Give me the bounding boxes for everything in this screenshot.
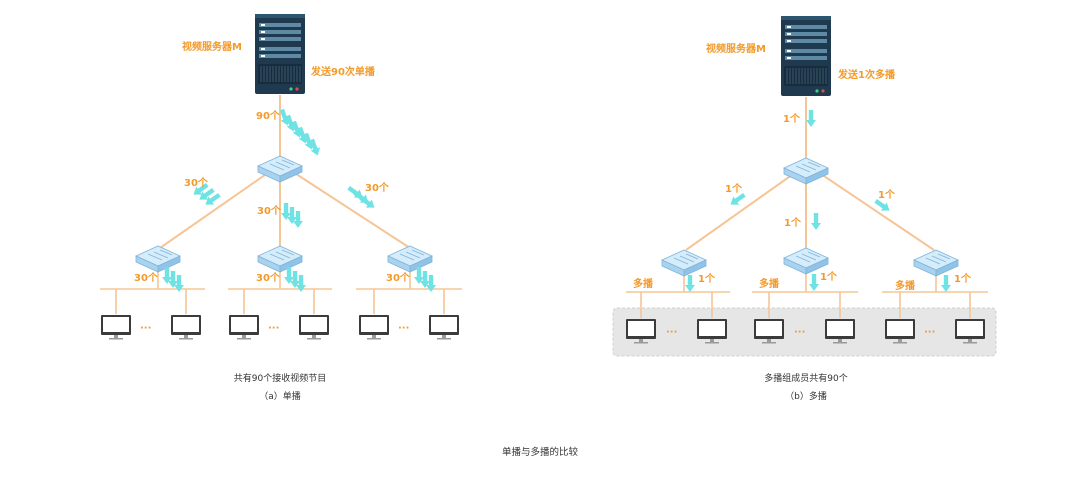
monitor-icon xyxy=(229,315,259,340)
count-label: 1个 xyxy=(820,270,838,283)
switch-icon xyxy=(135,245,181,273)
switch-icon xyxy=(661,249,707,277)
count-label: 1个 xyxy=(698,272,716,285)
arrow-icon xyxy=(811,213,821,230)
unicast-summary: 共有90个接收视频节目 xyxy=(234,372,326,384)
count-label: 30个 xyxy=(134,271,159,284)
multicast-caption: （b）多播 xyxy=(785,390,827,402)
arrow-icon xyxy=(806,110,816,127)
send-label: 发送90次单播 xyxy=(310,65,376,78)
arrow-icon xyxy=(809,274,819,291)
switch-icon xyxy=(783,247,829,275)
ellipsis: ··· xyxy=(140,323,151,334)
monitor-icon xyxy=(299,315,329,340)
server-icon xyxy=(254,13,306,95)
multicast-summary: 多播组成员共有90个 xyxy=(764,372,847,384)
unicast-caption: （a）单播 xyxy=(259,390,301,402)
multicast-tag: 多播 xyxy=(759,277,780,290)
count-label: 30个 xyxy=(365,181,390,194)
count-label: 30个 xyxy=(256,271,281,284)
count-label: 90个 xyxy=(256,109,281,122)
arrow-icon xyxy=(281,203,303,228)
monitor-icon xyxy=(101,315,131,340)
count-label: 1个 xyxy=(878,188,896,201)
figure-caption: 单播与多播的比较 xyxy=(502,446,579,458)
count-label: 30个 xyxy=(386,271,411,284)
count-label: 1个 xyxy=(954,272,972,285)
monitor-icon xyxy=(171,315,201,340)
count-label: 30个 xyxy=(184,176,209,189)
arrow-icon xyxy=(685,275,695,292)
switch-icon xyxy=(257,155,303,183)
ellipsis: ··· xyxy=(268,323,279,334)
multicast-tag: 多播 xyxy=(895,279,916,292)
ellipsis: ··· xyxy=(924,327,935,338)
server-icon xyxy=(780,15,832,97)
arrow-icon xyxy=(941,275,951,292)
multicast-link-left xyxy=(685,171,797,251)
multicast-tag: 多播 xyxy=(633,277,654,290)
unicast-panel: ··· ··· ··· xyxy=(100,13,462,402)
count-label: 30个 xyxy=(257,204,282,217)
server-label: 视频服务器M xyxy=(182,40,242,53)
server-label: 视频服务器M xyxy=(706,42,766,55)
count-label: 1个 xyxy=(784,216,802,229)
ellipsis: ··· xyxy=(398,323,409,334)
switch-icon xyxy=(913,249,959,277)
count-label: 1个 xyxy=(783,112,801,125)
ellipsis: ··· xyxy=(794,327,805,338)
count-label: 1个 xyxy=(725,182,743,195)
switch-icon xyxy=(387,245,433,273)
switch-icon xyxy=(257,245,303,273)
send-label: 发送1次多播 xyxy=(837,68,896,81)
monitor-icon xyxy=(429,315,459,340)
arrow-icon xyxy=(277,107,323,158)
switch-icon xyxy=(783,157,829,185)
multicast-panel: ··· ··· ··· 视频服务器M 发送1次多播 1个 1个 1个 1个 1个… xyxy=(612,15,997,402)
unicast-link-right xyxy=(289,169,411,249)
monitor-icon xyxy=(359,315,389,340)
unicast-link-left xyxy=(159,169,273,249)
ellipsis: ··· xyxy=(666,327,677,338)
multicast-link-right xyxy=(817,171,935,251)
